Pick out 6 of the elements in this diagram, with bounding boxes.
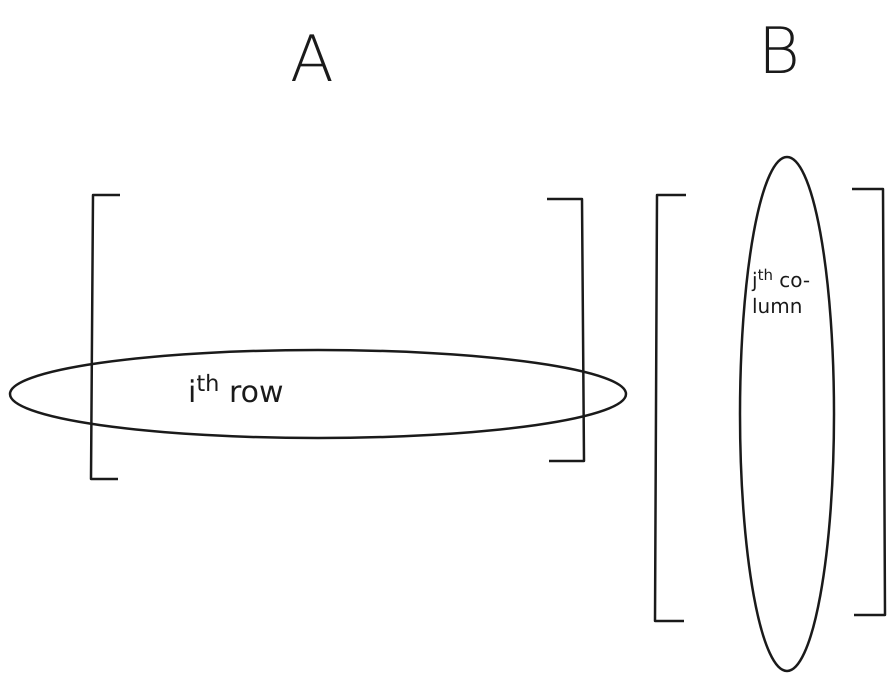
matrix-name: A xyxy=(290,28,334,92)
column-label: j$^{th}$ co- lumn xyxy=(752,267,812,319)
row-label: i$^{th}$ row xyxy=(188,370,285,412)
matrix-name: B xyxy=(758,20,800,84)
row-highlight-ellipse xyxy=(8,348,628,440)
column-highlight-ellipse xyxy=(738,155,836,673)
